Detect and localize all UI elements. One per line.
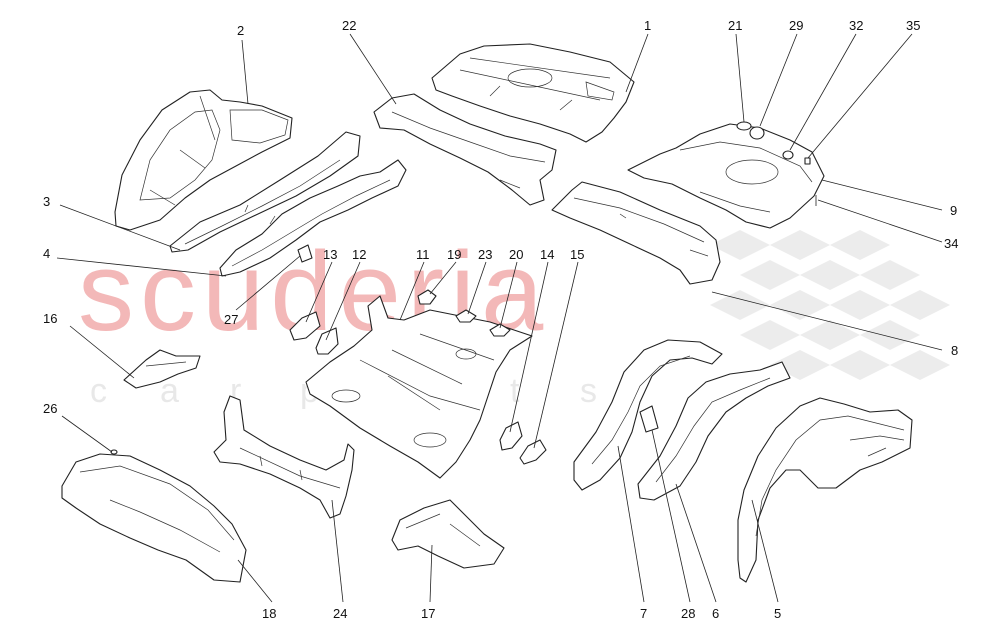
callout-24[interactable]: 24 [333, 606, 347, 621]
callout-14[interactable]: 14 [540, 247, 554, 262]
callout-34[interactable]: 34 [944, 236, 958, 251]
callout-12[interactable]: 12 [352, 247, 366, 262]
callout-22[interactable]: 22 [342, 18, 356, 33]
callout-15[interactable]: 15 [570, 247, 584, 262]
watermark-letter: s [580, 372, 597, 410]
callout-28[interactable]: 28 [681, 606, 695, 621]
callout-11[interactable]: 11 [416, 247, 430, 262]
callout-1[interactable]: 1 [644, 18, 651, 33]
callout-23[interactable]: 23 [478, 247, 492, 262]
part-14-gusset[interactable] [499, 421, 523, 451]
part-4-lower-rail[interactable] [219, 159, 407, 277]
callout-27[interactable]: 27 [224, 312, 238, 327]
watermark-letter: a [160, 372, 179, 410]
callout-17[interactable]: 17 [421, 606, 435, 621]
part-6-inner-arch[interactable] [637, 361, 791, 501]
part-15-gusset[interactable] [519, 439, 547, 465]
part-21-grommet[interactable] [736, 121, 752, 131]
part-35-clip[interactable] [804, 157, 811, 165]
part-9-floor-tub[interactable] [627, 123, 825, 229]
part-22-cross-member[interactable] [373, 93, 557, 206]
callout-20[interactable]: 20 [509, 247, 523, 262]
callout-6[interactable]: 6 [712, 606, 719, 621]
callout-8[interactable]: 8 [951, 343, 958, 358]
callout-5[interactable]: 5 [774, 606, 781, 621]
callout-35[interactable]: 35 [906, 18, 920, 33]
callout-32[interactable]: 32 [849, 18, 863, 33]
part-23-clip[interactable] [455, 309, 477, 323]
part-11-floor-panel[interactable] [305, 295, 533, 479]
part-13-bracket[interactable] [289, 311, 321, 341]
callout-3[interactable]: 3 [43, 194, 50, 209]
callout-26[interactable]: 26 [43, 401, 57, 416]
part-1-parcel-shelf[interactable] [431, 43, 635, 143]
callout-29[interactable]: 29 [789, 18, 803, 33]
callout-9[interactable]: 9 [950, 203, 957, 218]
part-8-rear-cross-member[interactable] [551, 181, 721, 285]
part-29-plug[interactable] [749, 126, 765, 140]
callout-21[interactable]: 21 [728, 18, 742, 33]
leader-lines [56, 33, 943, 603]
checker-logo [710, 230, 950, 380]
part-17-reinforcement[interactable] [391, 499, 505, 569]
watermark-letter: c [90, 372, 107, 410]
parts [61, 43, 913, 583]
callout-numbers: 2 22 1 21 29 32 35 3 9 34 4 13 12 11 19 … [43, 18, 958, 621]
callout-18[interactable]: 18 [262, 606, 276, 621]
part-26-pin[interactable] [110, 449, 118, 455]
part-12-bracket[interactable] [315, 327, 339, 355]
part-18-tunnel-panel[interactable] [61, 453, 247, 583]
part-20-clip[interactable] [489, 323, 511, 337]
callout-16[interactable]: 16 [43, 311, 57, 326]
part-32-plug[interactable] [782, 150, 794, 160]
watermark-letter: t [510, 372, 520, 410]
callout-7[interactable]: 7 [640, 606, 647, 621]
part-24-seat-cross-member[interactable] [213, 395, 355, 519]
callout-4[interactable]: 4 [43, 246, 50, 261]
part-16-floor-bracket[interactable] [123, 349, 201, 389]
part-19-clip[interactable] [417, 289, 437, 305]
callout-19[interactable]: 19 [447, 247, 461, 262]
part-7-inner-arch[interactable] [573, 339, 723, 491]
part-3-side-rail[interactable] [169, 131, 361, 253]
part-28-bracket[interactable] [639, 405, 659, 433]
callout-2[interactable]: 2 [237, 23, 244, 38]
part-2-wheelhouse-left[interactable] [114, 89, 293, 231]
callout-13[interactable]: 13 [323, 247, 337, 262]
watermark-letter: r [230, 372, 241, 410]
part-5-outer-arch[interactable] [737, 397, 913, 583]
part-27-bracket[interactable] [297, 244, 313, 263]
